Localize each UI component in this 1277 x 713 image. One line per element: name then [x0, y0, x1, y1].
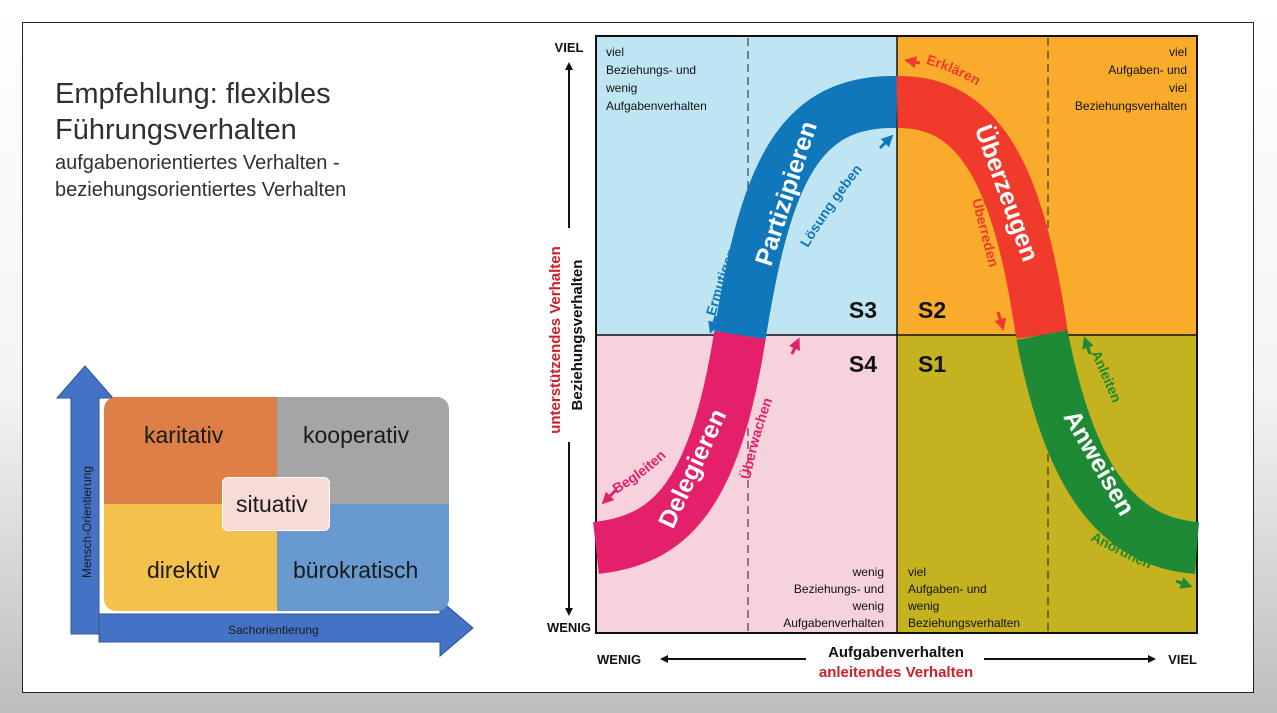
note-bcr-line: viel	[908, 565, 926, 579]
note-top-left-line: wenig	[605, 81, 637, 95]
slide-subtitle: aufgabenorientiertes Verhalten - beziehu…	[55, 150, 346, 204]
title-line-1: Empfehlung: flexibles	[55, 78, 331, 110]
slide-title: Empfehlung: flexibles Führungsverhalten	[55, 76, 331, 148]
subtitle-line-1: aufgabenorientiertes Verhalten -	[55, 152, 340, 174]
note-bottom-center-left: wenig Beziehungs- und wenig Aufgabenverh…	[783, 565, 884, 630]
note-top-left-line: Aufgabenverhalten	[606, 99, 707, 113]
note-top-right-line: Aufgaben- und	[1108, 63, 1187, 77]
arrow-ueberwachen	[789, 337, 800, 355]
y-axis-label-red: unterstützendes Verhalten	[547, 246, 564, 434]
matrix-axes	[55, 365, 474, 658]
x-axis-low: WENIG	[597, 652, 641, 667]
note-top-left: viel Beziehungs- und wenig Aufgabenverha…	[605, 45, 707, 113]
band-anweisen	[1016, 330, 1200, 574]
arrow-loesung-geben	[878, 134, 894, 150]
y-axis-label-black: Beziehungsverhalten	[569, 260, 586, 411]
band-delegieren	[592, 330, 766, 574]
note-bcl-line: Aufgabenverhalten	[783, 616, 884, 630]
quadrant-code-s2: S2	[918, 297, 946, 323]
arrow-begleiten	[601, 488, 618, 505]
x-axis-label-red: anleitendes Verhalten	[819, 664, 973, 681]
quadrant-situativ	[222, 477, 330, 531]
y-axis-arrow	[55, 365, 115, 635]
y-axis-low: WENIG	[547, 620, 591, 635]
situational-leadership-diagram: Delegieren Partizipieren Überzeugen Anwe…	[547, 35, 1200, 681]
quadrant-code-s3: S3	[849, 297, 877, 323]
y-axis-label-mensch: Mensch-Orientierung	[80, 465, 94, 578]
note-top-right-line: viel	[1169, 81, 1187, 95]
arrow-ueberreden	[994, 311, 1006, 331]
arrow-anleiten	[1082, 336, 1094, 355]
x-axis-label-sach: Sachorientierung	[228, 623, 319, 637]
x-axis-high: VIEL	[1168, 652, 1197, 667]
label-direktiv: direktiv	[147, 557, 220, 583]
note-bcl-line: Beziehungs- und	[794, 582, 884, 596]
subtitle-line-2: beziehungsorientiertes Verhalten	[55, 179, 347, 201]
note-bcl-line: wenig	[852, 565, 884, 579]
band-ueberzeugen	[896, 75, 1068, 339]
x-axis-arrow	[98, 598, 474, 658]
y-axis-high: VIEL	[555, 40, 584, 55]
label-kooperativ: kooperativ	[303, 422, 410, 448]
note-bcr-line: Aufgaben- und	[908, 582, 987, 596]
title-line-2: Führungsverhalten	[55, 114, 297, 146]
label-situativ: situativ	[236, 491, 308, 517]
band-partizipieren	[714, 75, 898, 340]
quadrant-code-s1: S1	[918, 351, 946, 377]
note-top-right-line: Beziehungsverhalten	[1075, 99, 1187, 113]
arrow-erklaeren	[904, 56, 921, 69]
note-top-right: viel Aufgaben- und viel Beziehungsverhal…	[1075, 45, 1187, 113]
note-top-right-line: viel	[1169, 45, 1187, 59]
note-bcl-line: wenig	[852, 599, 884, 613]
quadrant-code-s4: S4	[849, 351, 877, 377]
note-bcr-line: wenig	[907, 599, 939, 613]
arrow-ermutigen	[708, 315, 720, 334]
x-axis-label-black: Aufgabenverhalten	[828, 644, 964, 661]
note-top-left-line: Beziehungs- und	[606, 63, 696, 77]
note-bcr-line: Beziehungsverhalten	[908, 616, 1020, 630]
label-karitativ: karitativ	[144, 422, 224, 448]
label-buerokratisch: bürokratisch	[293, 557, 419, 583]
note-bottom-center-right: viel Aufgaben- und wenig Beziehungsverha…	[907, 565, 1020, 630]
arrow-anordnen	[1175, 577, 1193, 589]
note-top-left-line: viel	[606, 45, 624, 59]
